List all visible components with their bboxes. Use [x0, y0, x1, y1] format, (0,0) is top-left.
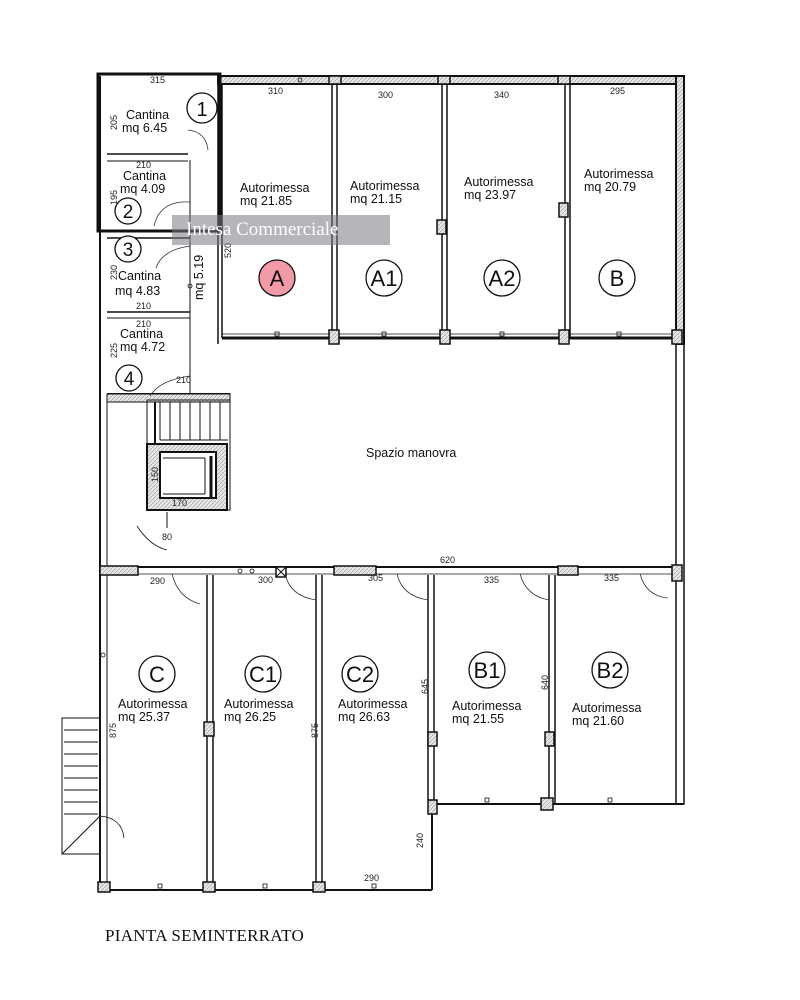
garage-B2-label: Autorimessa: [572, 701, 642, 715]
garage-A-id: A: [270, 266, 285, 291]
garage-C-id: C: [149, 662, 165, 687]
cantina-1-num: 1: [196, 99, 207, 121]
door-swings: [149, 129, 669, 605]
dim-garage-B1-h: 645: [420, 679, 430, 694]
dim-lift-w: 170: [172, 498, 187, 508]
garage-C1-id: C1: [249, 662, 277, 687]
dim-cantina-3-w: 210: [136, 301, 151, 311]
cantina-4-label: Cantina: [120, 327, 163, 341]
garage-B1-label: Autorimessa: [452, 699, 522, 713]
garage-B-area: mq 20.79: [584, 180, 636, 194]
dim-cantina-2-h: 195: [109, 190, 119, 205]
dim-garage-A-w: 310: [268, 86, 283, 96]
garage-A2-label: Autorimessa: [464, 175, 534, 189]
garage-A2-id: A2: [489, 266, 516, 291]
dim-door-210: 210: [176, 375, 191, 385]
garage-C2-label: Autorimessa: [338, 697, 408, 711]
cantina-1-label: Cantina: [126, 108, 169, 122]
cantina-3-label: Cantina: [118, 269, 161, 283]
dim-garage-B-w: 295: [610, 86, 625, 96]
garage-A-label: Autorimessa: [240, 181, 310, 195]
badge-cantina-3: [114, 235, 142, 263]
garage-B1-area: mq 21.55: [452, 712, 504, 726]
cantina-3-area: mq 4.83: [115, 284, 160, 298]
badge-garage-B: [598, 259, 636, 297]
dim-garage-B2-h: 640: [540, 675, 550, 690]
bottom-garage-walls: [97, 564, 683, 893]
cantina-4-area: mq 4.72: [120, 340, 165, 354]
dim-cantina-4-h: 225: [109, 343, 119, 358]
dim-door-80: 80: [162, 532, 172, 542]
cantina-2-label: Cantina: [123, 169, 166, 183]
cantina-1-area: mq 6.45: [122, 121, 167, 135]
corridor-area: mq 5.19: [192, 255, 206, 300]
garage-C1-area: mq 26.25: [224, 710, 276, 724]
dim-cantina-4-w: 210: [136, 319, 151, 329]
cantina-2-num: 2: [123, 202, 134, 223]
badge-garage-C1: [244, 655, 282, 693]
cantina-4-num: 4: [124, 369, 135, 390]
badge-garage-A2: [483, 259, 521, 297]
garage-A2-area: mq 23.97: [464, 188, 516, 202]
top-garage-walls: [221, 75, 683, 345]
labels: A A1 A2 B C C1 C2 B1 B2 1 2 3 4 Cantina …: [108, 75, 654, 883]
garage-A1-id: A1: [371, 266, 398, 291]
badge-garage-B1: [468, 651, 506, 689]
dim-cantina-1-h: 205: [109, 115, 119, 130]
badge-garage-A: [258, 259, 296, 297]
dim-garage-B1-w: 335: [484, 575, 499, 585]
badge-garage-C: [138, 655, 176, 693]
dim-garage-C-h: 875: [108, 723, 118, 738]
badge-cantina-1: [186, 92, 218, 124]
garage-A1-area: mq 21.15: [350, 192, 402, 206]
garage-C1-label: Autorimessa: [224, 697, 294, 711]
markers: [100, 77, 622, 889]
badge-cantina-2: [114, 197, 142, 225]
garage-B1-id: B1: [474, 658, 501, 683]
garage-B-label: Autorimessa: [584, 167, 654, 181]
dim-garage-C-w: 290: [150, 576, 165, 586]
dim-290: 290: [364, 873, 379, 883]
garage-B2-area: mq 21.60: [572, 714, 624, 728]
dim-garage-B2-w: 335: [604, 573, 619, 583]
garage-C2-id: C2: [346, 662, 374, 687]
dim-garage-C1-w: 300: [258, 575, 273, 585]
dim-garage-C2-w: 305: [368, 573, 383, 583]
badge-garage-B2: [591, 651, 629, 689]
dim-cantina-1-w: 315: [150, 75, 165, 85]
badge-garage-A1: [365, 259, 403, 297]
garage-A1-label: Autorimessa: [350, 179, 420, 193]
watermark-banner: Intesa Commerciale: [172, 215, 390, 245]
spazio-manovra: Spazio manovra: [366, 446, 456, 460]
garage-A-area: mq 21.85: [240, 194, 292, 208]
external-stairs: [61, 717, 125, 855]
unit-badges: [114, 92, 636, 693]
stair-treads: [154, 402, 228, 445]
garage-C2-area: mq 26.63: [338, 710, 390, 724]
dim-cantina-3-h: 230: [109, 265, 119, 280]
dim-cantina-2-w: 210: [136, 160, 151, 170]
cantina-2-area: mq 4.09: [120, 182, 165, 196]
garage-B-id: B: [610, 266, 625, 291]
garage-B2-id: B2: [597, 658, 624, 683]
badge-cantina-4: [115, 364, 143, 392]
dim-garage-A2-w: 340: [494, 90, 509, 100]
dim-lift-h: 150: [150, 467, 160, 482]
dim-garage-A1-w: 300: [378, 90, 393, 100]
stairs-and-lift: [136, 399, 231, 551]
dim-620: 620: [440, 555, 455, 565]
dim-240: 240: [415, 833, 425, 848]
watermark-text: Intesa Commerciale: [186, 219, 339, 240]
cantina-3-num: 3: [123, 240, 134, 261]
plan-title: PIANTA SEMINTERRATO: [105, 926, 305, 945]
garage-C-area: mq 25.37: [118, 710, 170, 724]
dim-garage-C2-h: 875: [310, 723, 320, 738]
badge-garage-C2: [341, 655, 379, 693]
dim-top-height: 520: [223, 243, 233, 258]
garage-C-label: Autorimessa: [118, 697, 188, 711]
